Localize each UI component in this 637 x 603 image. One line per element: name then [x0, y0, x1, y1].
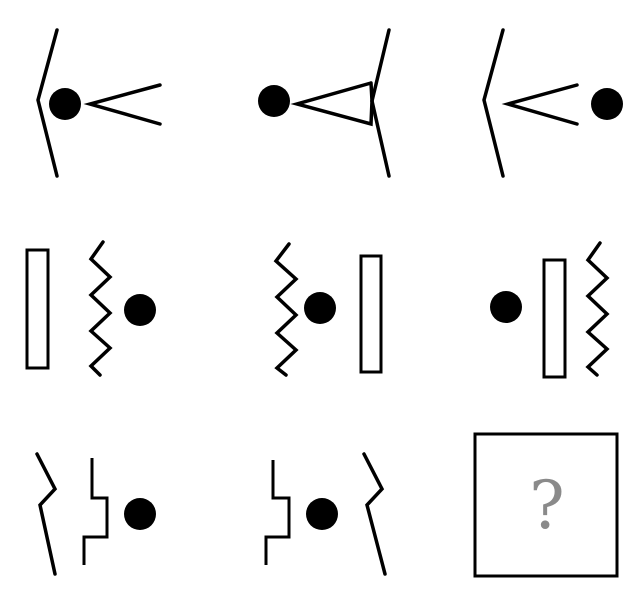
- zigzag: [585, 241, 610, 377]
- answer-cell[interactable]: ?: [473, 432, 619, 578]
- narrow-bar: [542, 258, 567, 379]
- dot: [124, 294, 156, 326]
- cell-r2-c1: [25, 240, 156, 377]
- dot: [591, 88, 623, 120]
- dot: [306, 498, 338, 530]
- cell-r3-c2: [264, 452, 387, 576]
- narrow-bar: [359, 254, 383, 374]
- bent-line: [362, 452, 387, 576]
- cell-r3-c1: [35, 452, 156, 576]
- cell-r2-c3: [490, 241, 610, 379]
- step-line: [82, 458, 109, 565]
- dot: [124, 498, 156, 530]
- chevron: [83, 83, 162, 126]
- answer-box[interactable]: [473, 432, 619, 578]
- dot: [490, 291, 522, 323]
- bent-line: [35, 452, 58, 576]
- step-line: [264, 460, 291, 565]
- cell-r1-c2: [258, 28, 391, 178]
- zigzag: [88, 240, 113, 377]
- cell-r2-c2: [273, 242, 383, 377]
- dot: [49, 88, 81, 120]
- cell-r1-c1: [36, 28, 162, 178]
- question-mark: ?: [529, 467, 564, 544]
- dot: [304, 292, 336, 324]
- zigzag: [273, 242, 299, 377]
- triangle-shape: [290, 81, 374, 127]
- bent-line: [36, 28, 59, 178]
- upper-stem: [370, 28, 391, 103]
- cell-r1-c3: [482, 28, 623, 178]
- narrow-bar: [25, 248, 50, 370]
- bent-line: [482, 28, 505, 178]
- lower-stem: [370, 99, 391, 178]
- dot: [258, 85, 290, 117]
- chevron: [501, 83, 579, 126]
